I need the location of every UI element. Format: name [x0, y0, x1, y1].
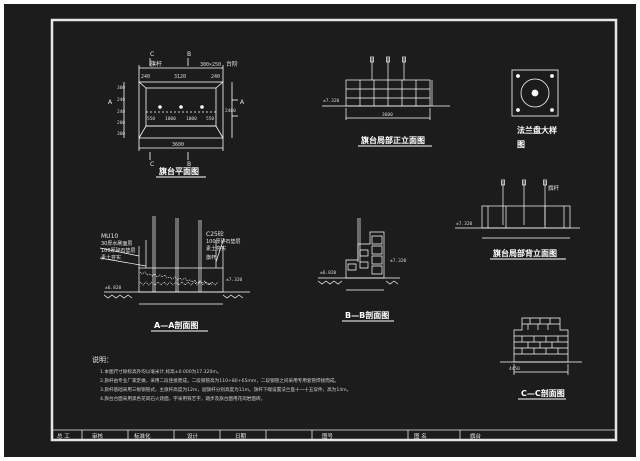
back-level: ±7.320: [456, 221, 473, 227]
aa-callout-4: 素土夯实: [101, 254, 121, 261]
flagpole-dot: [200, 105, 204, 109]
flange-plate: [511, 69, 559, 117]
dim-top-middle: 3120: [174, 74, 186, 80]
flange-detail-title: 法兰盘大样: [517, 125, 557, 135]
dim-left-3: 240: [117, 109, 125, 115]
aa-callout-3: 100厚碎石垫层: [101, 247, 136, 254]
title-block-cell-8: 旗台: [470, 432, 482, 440]
title-block-cell-2: 审核: [92, 432, 104, 440]
plan-outline: [138, 81, 224, 139]
section-mark-a-left: A: [108, 99, 113, 106]
notes-heading: 说明：: [92, 355, 113, 364]
dim-right: 2460: [225, 108, 236, 114]
plan-view: [123, 58, 238, 160]
flange-detail-title-cont: 图: [517, 140, 525, 149]
section-cc: [500, 317, 582, 375]
section-mark-c-bottom: C: [150, 161, 154, 168]
aa-level-1: ±7.320: [226, 277, 243, 283]
flagpole-label: 旗杆: [150, 60, 162, 68]
note-line-4: 4.旗台台面采用黑色花岗石火烧面，字采用铁艺字，踏步及旗台面用花岗岩面砖。: [100, 395, 265, 402]
back-flagpole-label: 旗杆: [548, 184, 560, 192]
title-block-cell-6: 图号: [322, 432, 334, 440]
front-dim: 3600: [382, 112, 393, 118]
front-elevation-title: 旗台局部正立面图: [361, 135, 425, 145]
front-level: ±7.320: [323, 98, 340, 104]
section-aa: [99, 216, 250, 305]
aa-callout-7: 素土夯实: [206, 245, 226, 252]
dim-top-right: 240: [211, 74, 220, 80]
section-mark-b-bottom: B: [187, 161, 191, 168]
aa-callout-2: 30厚水刷面层: [101, 240, 132, 247]
title-block: [52, 429, 616, 440]
section-mark-b-top: B: [187, 51, 191, 58]
dim-top-left: 240: [141, 74, 150, 80]
flange-ring: [520, 78, 550, 108]
dim-inner-4: 550: [206, 116, 214, 122]
back-elevation: [455, 179, 580, 239]
dim-bottom: 3600: [172, 142, 184, 148]
flagpole-dot: [158, 105, 162, 109]
section-bb-steps: [345, 231, 385, 279]
dim-left-5: 300: [117, 131, 125, 137]
step-label: 台阶: [226, 60, 238, 68]
section-mark-a-right: A: [240, 99, 245, 106]
aa-callout-5: C25砼: [206, 230, 224, 238]
note-line-2: 2.旗杆由专业厂家定做，采用二段连接而成。二段钢管高为110+80+65mm，二…: [100, 377, 339, 384]
section-cc-title: C—C剖面图: [521, 388, 565, 398]
aa-level-2: ±6.820: [105, 285, 122, 291]
dim-inner-3: 1000: [186, 116, 197, 122]
section-bb-title: B—B剖面图: [345, 310, 389, 320]
cc-dim: 4450: [509, 366, 520, 372]
aa-callout-1: MU10: [101, 233, 118, 240]
dim-left-1: 300: [117, 85, 125, 91]
note-line-1: 1.本图尺寸除标高外均以毫米计,标高±0.000为17.320m。: [100, 368, 222, 375]
bb-level-2: ±6.820: [320, 270, 337, 276]
note-line-3: 3.旗杆基础采用三根钢管式，主旗杆高度为12m，副旗杆分别高度为11m。旗杆下端…: [100, 386, 351, 393]
dim-left-2: 240: [117, 97, 125, 103]
title-block-cell-5: 日期: [235, 433, 247, 440]
plan-view-title: 旗台平面图: [159, 166, 199, 176]
dim-inner-1: 550: [147, 116, 155, 122]
drawing-frame: [50, 18, 618, 442]
section-mark-c-top: C: [150, 51, 154, 58]
step-dim-note: 300×250: [200, 62, 221, 68]
dim-left-4: 200: [117, 120, 125, 126]
title-block-cell-7: 图 名: [414, 432, 427, 440]
title-block-cell-1: 总 工: [57, 432, 70, 440]
section-aa-title: A—A剖面图: [154, 320, 198, 330]
title-block-cell-3: 标准化: [134, 432, 151, 440]
back-elevation-title: 旗台局部背立面图: [493, 248, 557, 258]
flange-detail: [511, 69, 559, 117]
title-block-cell-4: 设计: [187, 432, 199, 440]
aa-flagpole-label: 旗杆: [206, 254, 216, 261]
bb-level-1: ±7.320: [390, 258, 407, 264]
flagpole-dot: [179, 105, 183, 109]
dim-inner-2: 1000: [165, 116, 176, 122]
aa-callout-6: 100厚碎石垫层: [206, 238, 241, 245]
section-bb: [317, 218, 400, 291]
front-elevation: [322, 56, 450, 120]
